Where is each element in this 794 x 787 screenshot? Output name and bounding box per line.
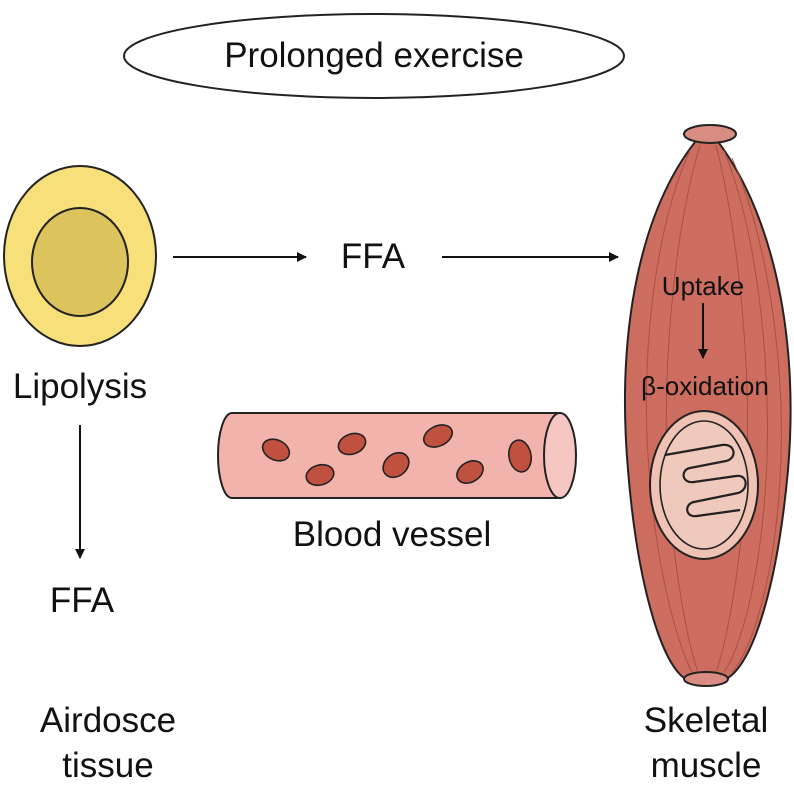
mitochondrion-cristae: [664, 443, 747, 518]
muscle-fibers: [645, 144, 782, 673]
red-blood-cell: [422, 424, 454, 448]
red-blood-cells: [261, 424, 532, 487]
title-label: Prolonged exercise: [224, 36, 524, 75]
muscle-name-line2: muscle: [650, 746, 762, 785]
ffa-transport-label: FFA: [340, 237, 406, 276]
red-blood-cell: [305, 463, 335, 487]
ffa-adipose-label: FFA: [49, 581, 115, 620]
title-ellipse: [123, 13, 625, 99]
beta-oxidation-label: β-oxidation: [641, 371, 769, 401]
lipolysis-label: Lipolysis: [12, 367, 148, 406]
mitochondrion: [649, 410, 759, 560]
red-blood-cell: [456, 460, 484, 484]
red-blood-cell: [508, 439, 532, 473]
red-blood-cell: [382, 451, 410, 479]
tissue-name-line2: tissue: [62, 746, 154, 785]
tendon-bottom: [683, 671, 729, 687]
tissue-name-line1: Airdosce: [39, 701, 177, 740]
muscle-name-line1: Skeletal: [643, 701, 769, 740]
uptake-label: Uptake: [661, 271, 745, 301]
adipocyte-nucleus: [31, 207, 129, 317]
red-blood-cell: [261, 438, 291, 462]
blood-vessel: [217, 412, 577, 499]
tendon-top: [683, 124, 737, 144]
adipocyte-cell: [3, 165, 157, 347]
red-blood-cell: [337, 432, 367, 456]
skeletal-muscle: [624, 124, 792, 687]
blood-vessel-label: Blood vessel: [292, 515, 492, 554]
